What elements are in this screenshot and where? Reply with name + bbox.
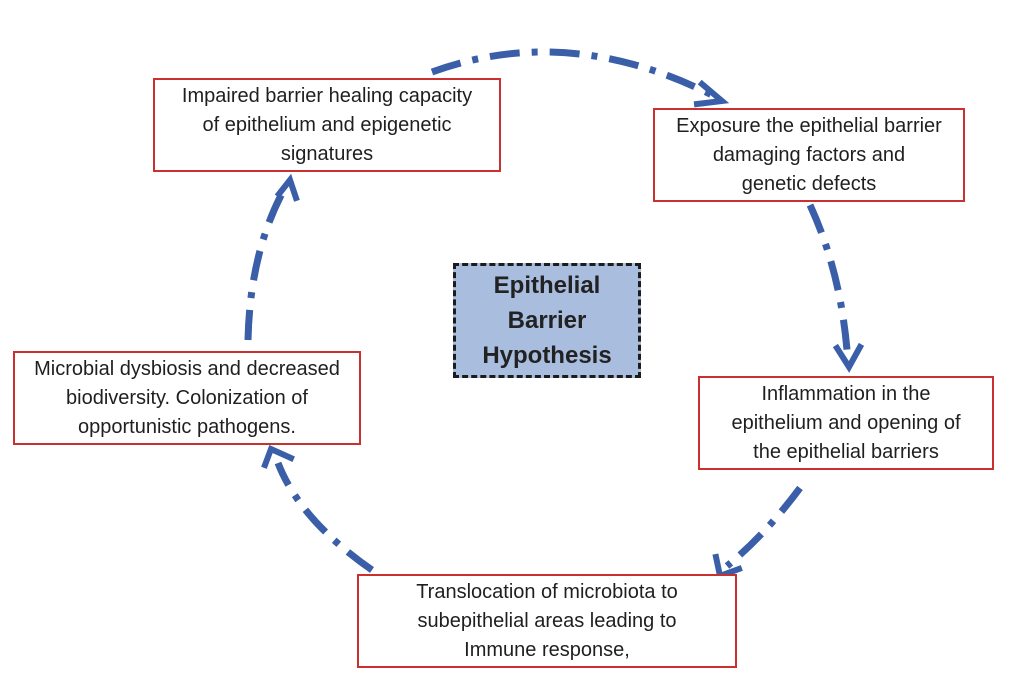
arrowhead-5 [274, 173, 300, 202]
arrow-1-to-2 [430, 48, 718, 101]
center-hypothesis-box: Epithelial Barrier Hypothesis [453, 263, 641, 378]
stage-box-exposure: Exposure the epithelial barrier damaging… [653, 108, 965, 202]
stage-text: Microbial dysbiosis and decreased biodiv… [34, 357, 340, 438]
arrow-4-to-5 [274, 461, 374, 573]
stage-text: Impaired barrier healing capacity of epi… [181, 84, 473, 165]
arrow-2-to-3 [806, 203, 851, 351]
stage-box-translocation: Translocation of microbiota to subepithe… [357, 574, 737, 668]
stage-text: Inflammation in the epithelium and openi… [731, 382, 961, 463]
arrow-5-to-1 [244, 184, 290, 341]
stage-box-dysbiosis: Microbial dysbiosis and decreased biodiv… [13, 351, 361, 445]
stage-box-inflammation: Inflammation in the epithelium and openi… [698, 376, 994, 470]
arrow-3-to-4 [724, 485, 803, 569]
stage-box-impaired-healing: Impaired barrier healing capacity of epi… [153, 78, 501, 172]
arrowhead-2 [832, 342, 865, 373]
stage-text: Exposure the epithelial barrier damaging… [676, 114, 942, 195]
center-title: Epithelial Barrier Hypothesis [482, 272, 612, 369]
stage-text: Translocation of microbiota to subepithe… [416, 580, 678, 661]
arrowhead-4 [261, 444, 295, 469]
arrowhead-1 [693, 79, 730, 108]
